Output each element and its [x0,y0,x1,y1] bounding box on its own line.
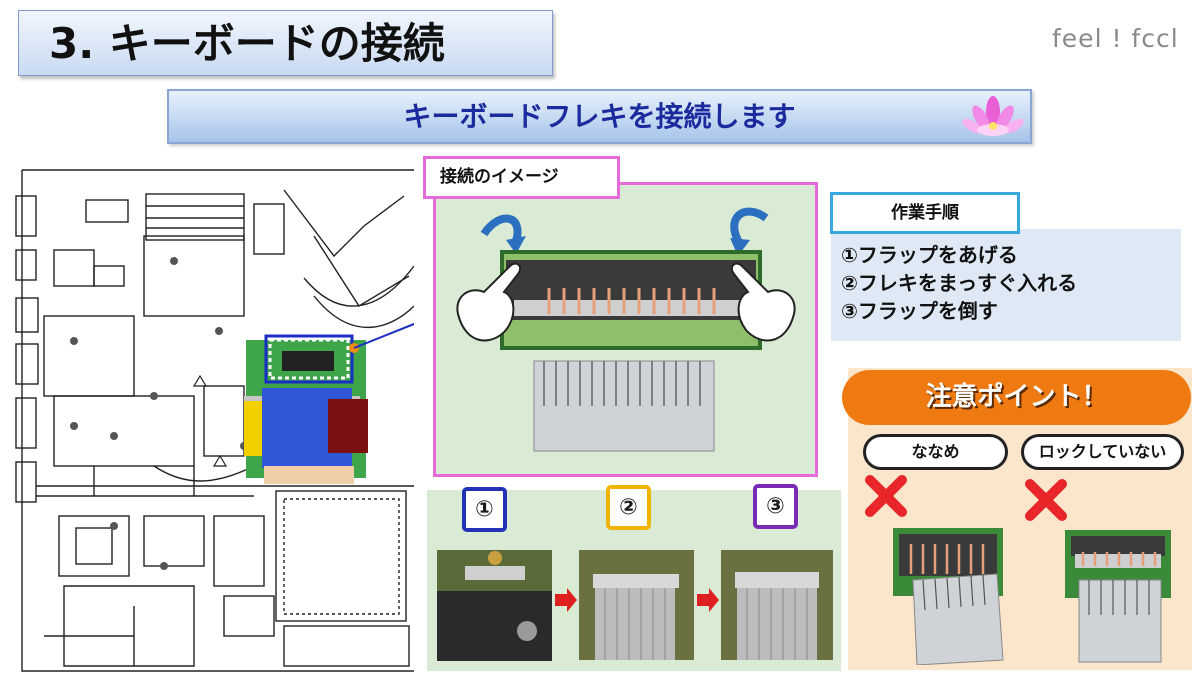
x-mark-icon [865,475,907,517]
connection-image-label: 接続のイメージ [423,156,620,199]
x-mark-icon [1025,479,1067,521]
sequence-badge-2: ② [606,485,651,530]
sequence-photos [437,550,833,661]
step-1: ①フラップをあげる [841,243,1018,267]
motherboard-diagram [15,169,414,672]
caution-title: 注意ポイント！ [842,370,1191,425]
subtitle-banner: キーボードフレキを接続します [167,89,1032,144]
caution-illustrations [865,475,1171,665]
caution-case-1: ななめ [863,434,1008,470]
procedure-label: 作業手順 [830,192,1020,234]
page-title: 3. キーボードの接続 [18,10,553,76]
step-3: ③フラップを倒す [841,299,998,323]
brand-logo: feel ! fccl [1052,24,1179,53]
procedure-steps: ①フラップをあげる ②フレキをまっすぐ入れる ③フラップを倒す [831,229,1181,341]
step-2: ②フレキをまっすぐ入れる [841,271,1078,295]
caution-case-2: ロックしていない [1021,434,1184,470]
lotus-icon [962,96,1024,136]
connector-illustration [456,207,796,452]
sequence-badge-3: ③ [753,484,798,529]
sequence-badge-1: ① [462,487,507,532]
